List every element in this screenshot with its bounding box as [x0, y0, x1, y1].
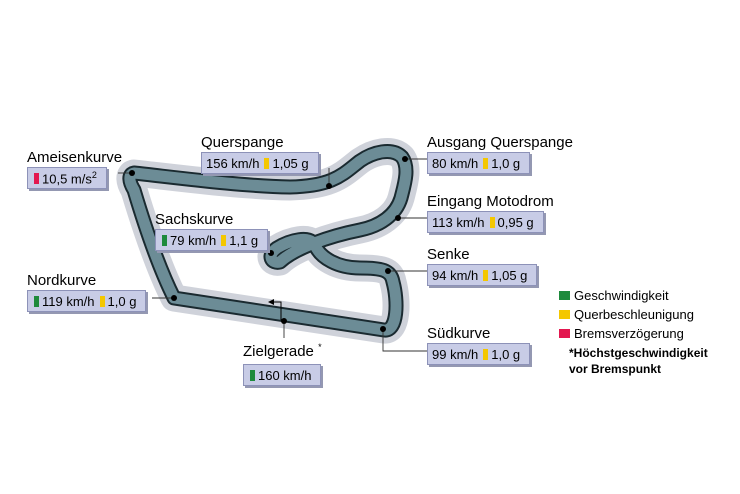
corner-name: Sachskurve: [155, 211, 234, 228]
braking-swatch: [34, 172, 39, 184]
corner-name: Eingang Motodrom: [427, 193, 554, 210]
corner-name: Zielgerade *: [243, 342, 322, 360]
legend-swatch-red: [559, 329, 570, 338]
lateral-value: 1,1 g: [229, 232, 259, 248]
leader-line: [382, 329, 427, 352]
corner-values: 160 km/h: [243, 364, 322, 386]
corner-marker-dot: [380, 326, 386, 332]
legend-swatch-green: [559, 291, 570, 300]
corner-name: Südkurve: [427, 325, 491, 342]
corner-values: 10,5 m/s2: [27, 167, 107, 189]
legend-note: *Höchstgeschwindigkeit vor Bremspunkt: [559, 345, 708, 377]
corner-marker-dot: [402, 156, 408, 162]
corner-name: Nordkurve: [27, 272, 97, 289]
corner-suedkurve: Südkurve 99 km/h 1,0 g: [427, 325, 531, 365]
speed-value: 79 km/h: [170, 232, 217, 248]
note-line-2: vor Bremspunkt: [569, 362, 662, 376]
corner-marker-dot: [268, 250, 274, 256]
corner-ameisenkurve: Ameisenkurve 10,5 m/s2: [27, 149, 122, 189]
lateral-value: 1,05 g: [272, 155, 309, 171]
corner-sachskurve: Sachskurve 79 km/h 1,1 g: [155, 211, 269, 251]
corner-querspange: Querspange 156 km/h 1,05 g: [201, 134, 319, 174]
legend-label: Querbeschleunigung: [574, 307, 694, 322]
corner-marker-dot: [326, 183, 332, 189]
speed-value: 80 km/h: [432, 155, 479, 171]
direction-arrow: [268, 299, 282, 320]
speed-value: 113 km/h: [432, 214, 485, 230]
legend-label: Bremsverzögerung: [574, 326, 684, 341]
corner-values: 80 km/h 1,0 g: [427, 152, 531, 174]
speed-value: 119 km/h: [42, 293, 95, 309]
speed-value: 160 km/h: [258, 367, 312, 383]
lateral-value: 0,95 g: [497, 214, 534, 230]
corner-values: 99 km/h 1,0 g: [427, 343, 531, 365]
speed-value: 156 km/h: [206, 155, 260, 171]
corner-name: Ameisenkurve: [27, 149, 123, 166]
corner-marker-dot: [171, 295, 177, 301]
lateral-swatch: [483, 269, 489, 281]
corner-values: 113 km/h 0,95 g: [427, 211, 544, 233]
corner-name: Senke: [427, 246, 470, 263]
corner-ausgang-querspange: Ausgang Querspange 80 km/h 1,0 g: [427, 134, 573, 174]
corner-name: Ausgang Querspange: [427, 134, 573, 151]
speed-value: 94 km/h: [432, 267, 479, 283]
corner-eingang-motodrom: Eingang Motodrom 113 km/h 0,95 g: [427, 193, 554, 233]
corner-values: 79 km/h 1,1 g: [155, 229, 269, 251]
legend-item-speed: Geschwindigkeit: [559, 286, 708, 305]
lateral-swatch: [483, 348, 489, 360]
legend-swatch-yellow: [559, 310, 570, 319]
legend-item-braking: Bremsverzögerung: [559, 324, 708, 343]
speed-swatch: [162, 234, 167, 246]
corner-values: 94 km/h 1,05 g: [427, 264, 538, 286]
corner-senke: Senke 94 km/h 1,05 g: [427, 246, 538, 286]
legend-item-lateral: Querbeschleunigung: [559, 305, 708, 324]
corner-marker-dot: [129, 170, 135, 176]
corner-marker-dot: [281, 318, 287, 324]
lateral-value: 1,05 g: [491, 267, 528, 283]
legend: Geschwindigkeit Querbeschleunigung Brems…: [559, 286, 708, 377]
lateral-swatch: [483, 157, 489, 169]
note-line-1: *Höchstgeschwindigkeit: [569, 346, 708, 360]
corner-name: Querspange: [201, 134, 284, 151]
corner-zielgerade: Zielgerade * 160 km/h: [243, 338, 322, 386]
braking-value: 10,5 m/s2: [42, 169, 97, 187]
corner-values: 119 km/h 1,0 g: [27, 290, 147, 312]
lateral-swatch: [99, 295, 105, 307]
corner-marker-dot: [385, 268, 391, 274]
lateral-value: 1,0 g: [491, 155, 521, 171]
asterisk: *: [318, 342, 322, 352]
lateral-value: 1,0 g: [491, 346, 521, 362]
lateral-value: 1,0 g: [107, 293, 137, 309]
speed-swatch: [250, 369, 255, 381]
corner-marker-dot: [395, 215, 401, 221]
corner-values: 156 km/h 1,05 g: [201, 152, 319, 174]
legend-label: Geschwindigkeit: [574, 288, 669, 303]
corner-nordkurve: Nordkurve 119 km/h 1,0 g: [27, 272, 147, 312]
speed-value: 99 km/h: [432, 346, 479, 362]
lateral-swatch: [264, 157, 270, 169]
speed-swatch: [34, 295, 39, 307]
lateral-swatch: [489, 216, 495, 228]
lateral-swatch: [221, 234, 227, 246]
